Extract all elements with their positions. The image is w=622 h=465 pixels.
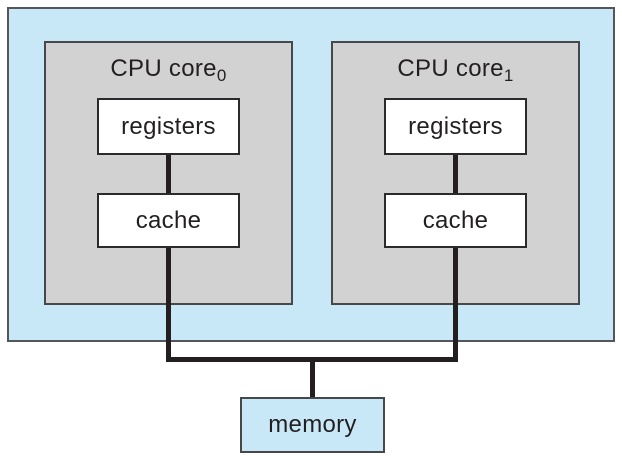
cpu-core-0-title-text: CPU core — [110, 55, 217, 82]
cpu-core-0-title: CPU core0 — [44, 55, 293, 85]
registers-box-core0: registers — [97, 98, 240, 155]
cache-box-core1: cache — [384, 193, 527, 248]
bus-core1-registers-to-cache — [453, 155, 458, 195]
registers-label-core0: registers — [121, 112, 216, 140]
bus-memory-drop — [310, 362, 315, 397]
cache-box-core0: cache — [97, 193, 240, 248]
cpu-core-0-subscript: 0 — [216, 66, 227, 85]
cpu-core-1-title: CPU core1 — [331, 55, 580, 85]
cpu-core-1-title-text: CPU core — [397, 55, 504, 82]
bus-core1-cache-down — [453, 246, 458, 362]
registers-label-core1: registers — [408, 112, 503, 140]
bus-core0-registers-to-cache — [166, 155, 171, 195]
bus-horizontal-bar — [166, 357, 458, 362]
registers-box-core1: registers — [384, 98, 527, 155]
cache-label-core1: cache — [422, 206, 489, 234]
cpu-core-1-subscript: 1 — [503, 66, 514, 85]
bus-core0-cache-down — [166, 246, 171, 362]
memory-label: memory — [268, 411, 357, 438]
cache-label-core0: cache — [135, 206, 202, 234]
memory-box: memory — [240, 397, 385, 453]
